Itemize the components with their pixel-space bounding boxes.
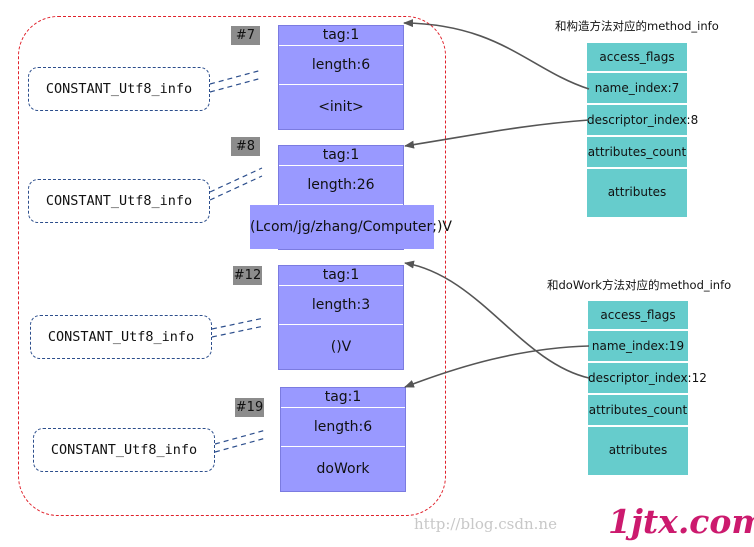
index-label-8: #8 — [231, 137, 260, 156]
watermark-logo: 1jtx.com — [608, 502, 754, 541]
index-label-7: #7 — [231, 26, 260, 45]
method-field-access-flags: access_flags — [587, 43, 687, 73]
method-field-descriptor-index: descriptor_index:8 — [587, 105, 698, 137]
constant-entry-7: tag:1 length:6 <init> — [278, 25, 404, 130]
method-field-access-flags: access_flags — [588, 301, 688, 331]
entry-value: <init> — [318, 99, 364, 115]
entry-value: doWork — [316, 461, 370, 477]
method-field-attributes-count: attributes_count — [587, 137, 687, 169]
entry-tag: tag:1 — [281, 388, 405, 408]
method-field-descriptor-index: descriptor_index:12 — [588, 363, 707, 395]
method-info-title-init: 和构造方法对应的method_info — [555, 19, 719, 33]
entry-length: length:6 — [279, 46, 403, 85]
utf8-ref-label-8: CONSTANT_Utf8_info — [28, 179, 210, 223]
entry-value: ()V — [330, 339, 352, 355]
method-info-init: access_flags name_index:7 descriptor_ind… — [587, 43, 698, 217]
entry-value-box: (Lcom/jg/zhang/Computer;)V — [250, 205, 452, 249]
method-info-dowork: access_flags name_index:19 descriptor_in… — [588, 301, 707, 475]
entry-length: length:3 — [279, 286, 403, 325]
method-field-attributes: attributes — [588, 427, 688, 475]
entry-length: length:6 — [281, 408, 405, 447]
utf8-ref-label-19: CONSTANT_Utf8_info — [33, 428, 215, 472]
constant-entry-19: tag:1 length:6 doWork — [280, 387, 406, 492]
index-label-19: #19 — [235, 398, 264, 417]
entry-tag: tag:1 — [279, 146, 403, 166]
entry-tag: tag:1 — [279, 26, 403, 46]
method-field-attributes: attributes — [587, 169, 687, 217]
index-label-12: #12 — [233, 266, 262, 285]
method-field-name-index: name_index:7 — [587, 73, 687, 105]
entry-length: length:26 — [279, 166, 403, 205]
method-field-name-index: name_index:19 — [588, 331, 688, 363]
method-field-attributes-count: attributes_count — [588, 395, 688, 427]
utf8-ref-label-12: CONSTANT_Utf8_info — [30, 315, 212, 359]
constant-entry-12: tag:1 length:3 ()V — [278, 265, 404, 370]
entry-value: (Lcom/jg/zhang/Computer;)V — [250, 205, 452, 249]
watermark-url: http://blog.csdn.ne — [414, 515, 557, 533]
entry-tag: tag:1 — [279, 266, 403, 286]
constant-entry-8: tag:1 length:26 (Lcom/jg/zhang/Computer;… — [250, 145, 452, 250]
method-info-title-dowork: 和doWork方法对应的method_info — [547, 278, 732, 292]
utf8-ref-label-7: CONSTANT_Utf8_info — [28, 67, 210, 111]
